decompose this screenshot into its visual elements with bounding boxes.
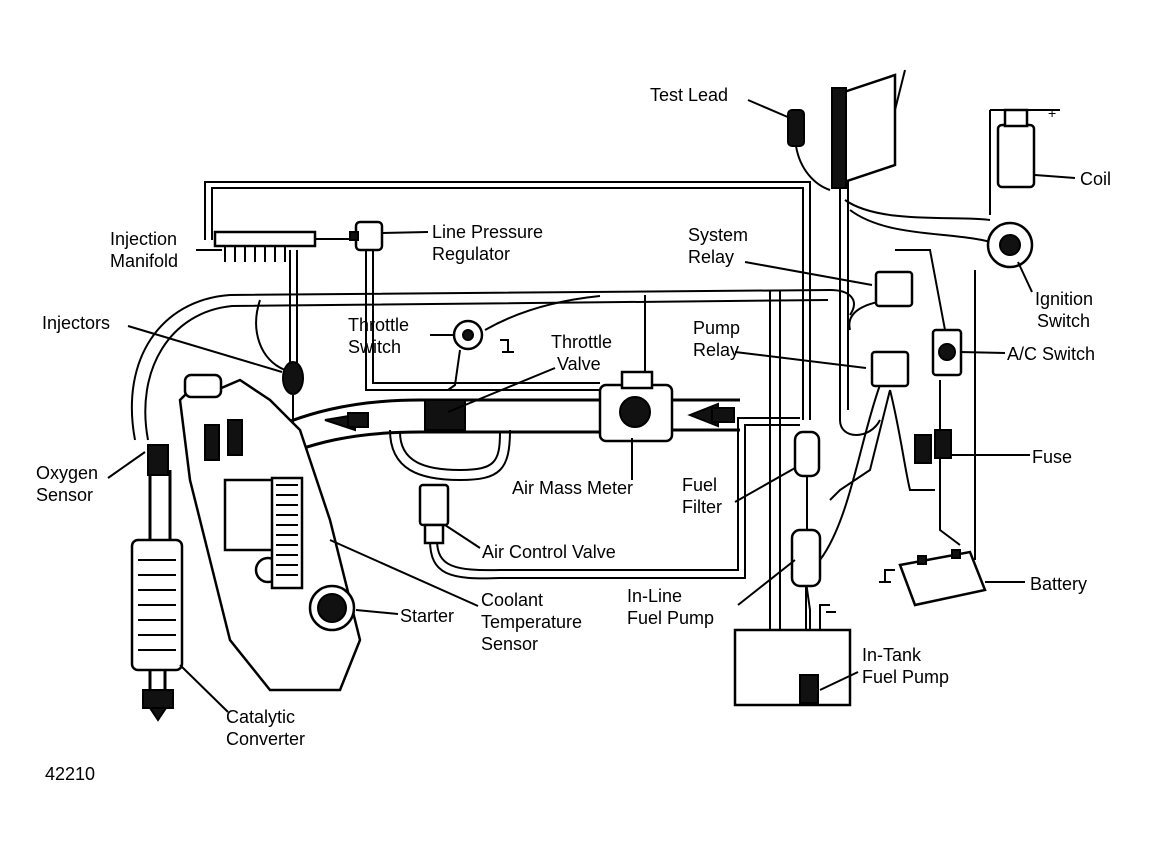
label-in-line-fuel-pump-line2: Fuel Pump bbox=[627, 608, 714, 628]
label-test-lead: Test Lead bbox=[650, 85, 728, 105]
throttle-switch-drawing bbox=[447, 319, 514, 391]
control-unit-drawing bbox=[831, 69, 906, 189]
label-fuel-filter-line1: Fuel bbox=[682, 475, 717, 495]
label-battery: Battery bbox=[1030, 574, 1087, 594]
label-oxygen-sensor-line1: Oxygen bbox=[36, 463, 98, 483]
ac-switch-drawing bbox=[931, 328, 963, 377]
in-line-fuel-pump-drawing bbox=[790, 528, 822, 640]
label-catalytic-converter-line2: Converter bbox=[226, 729, 305, 749]
ignition-switch-drawing bbox=[986, 221, 1034, 269]
injectors-drawing bbox=[282, 250, 304, 435]
air-mass-meter-drawing bbox=[598, 370, 740, 443]
label-coolant-temperature-sensor-line2: Temperature bbox=[481, 612, 582, 632]
label-oxygen-sensor-line2: Sensor bbox=[36, 485, 93, 505]
label-throttle-switch-line1: Throttle bbox=[348, 315, 409, 335]
label-in-line-fuel-pump-line1: In-Line bbox=[627, 586, 682, 606]
coil-plus-sign: + bbox=[1048, 105, 1056, 121]
label-ac-switch: A/C Switch bbox=[1007, 344, 1095, 364]
label-pump-relay-line1: Pump bbox=[693, 318, 740, 338]
label-throttle-switch-line2: Switch bbox=[348, 337, 401, 357]
label-throttle-valve-line1: Throttle bbox=[551, 332, 612, 352]
label-line-pressure-regulator-line1: Line Pressure bbox=[432, 222, 543, 242]
figure-number: 42210 bbox=[45, 764, 95, 784]
exhaust-drawing bbox=[130, 444, 184, 722]
label-coolant-temperature-sensor-line1: Coolant bbox=[481, 590, 543, 610]
label-air-mass-meter: Air Mass Meter bbox=[512, 478, 633, 498]
label-fuel-filter-line2: Filter bbox=[682, 497, 722, 517]
label-coolant-temperature-sensor-line3: Sensor bbox=[481, 634, 538, 654]
label-ignition-switch-line1: Ignition bbox=[1035, 289, 1093, 309]
label-ignition-switch-line2: Switch bbox=[1037, 311, 1090, 331]
label-system-relay-line2: Relay bbox=[688, 247, 734, 267]
label-fuse: Fuse bbox=[1032, 447, 1072, 467]
component-labels: Test Lead Coil Injection Manifold Line P… bbox=[36, 85, 1111, 784]
label-coil: Coil bbox=[1080, 169, 1111, 189]
leader-lines bbox=[107, 99, 1076, 713]
label-system-relay-line1: System bbox=[688, 225, 748, 245]
system-relay-drawing bbox=[874, 270, 914, 308]
label-air-control-valve: Air Control Valve bbox=[482, 542, 616, 562]
label-catalytic-converter-line1: Catalytic bbox=[226, 707, 295, 727]
starter-drawing bbox=[308, 584, 356, 632]
label-injectors: Injectors bbox=[42, 313, 110, 333]
label-pump-relay-line2: Relay bbox=[693, 340, 739, 360]
label-starter: Starter bbox=[400, 606, 454, 626]
label-injection-manifold-line2: Manifold bbox=[110, 251, 178, 271]
fuse-drawing bbox=[914, 429, 952, 464]
test-lead-drawing bbox=[787, 109, 831, 191]
label-throttle-valve-line2: Valve bbox=[557, 354, 601, 374]
label-in-tank-fuel-pump-line2: Fuel Pump bbox=[862, 667, 949, 687]
label-in-tank-fuel-pump-line1: In-Tank bbox=[862, 645, 922, 665]
label-injection-manifold-line1: Injection bbox=[110, 229, 177, 249]
fuel-tank-drawing bbox=[733, 604, 852, 707]
fuel-filter-drawing bbox=[793, 430, 821, 530]
line-pressure-regulator-drawing bbox=[349, 220, 384, 252]
injection-manifold-drawing bbox=[213, 230, 355, 262]
label-line-pressure-regulator-line2: Regulator bbox=[432, 244, 510, 264]
battery-drawing bbox=[879, 549, 987, 607]
air-control-valve-drawing bbox=[418, 483, 450, 545]
pipe-network bbox=[130, 109, 1060, 700]
coil-drawing: + bbox=[996, 105, 1056, 189]
pump-relay-drawing bbox=[870, 350, 910, 388]
